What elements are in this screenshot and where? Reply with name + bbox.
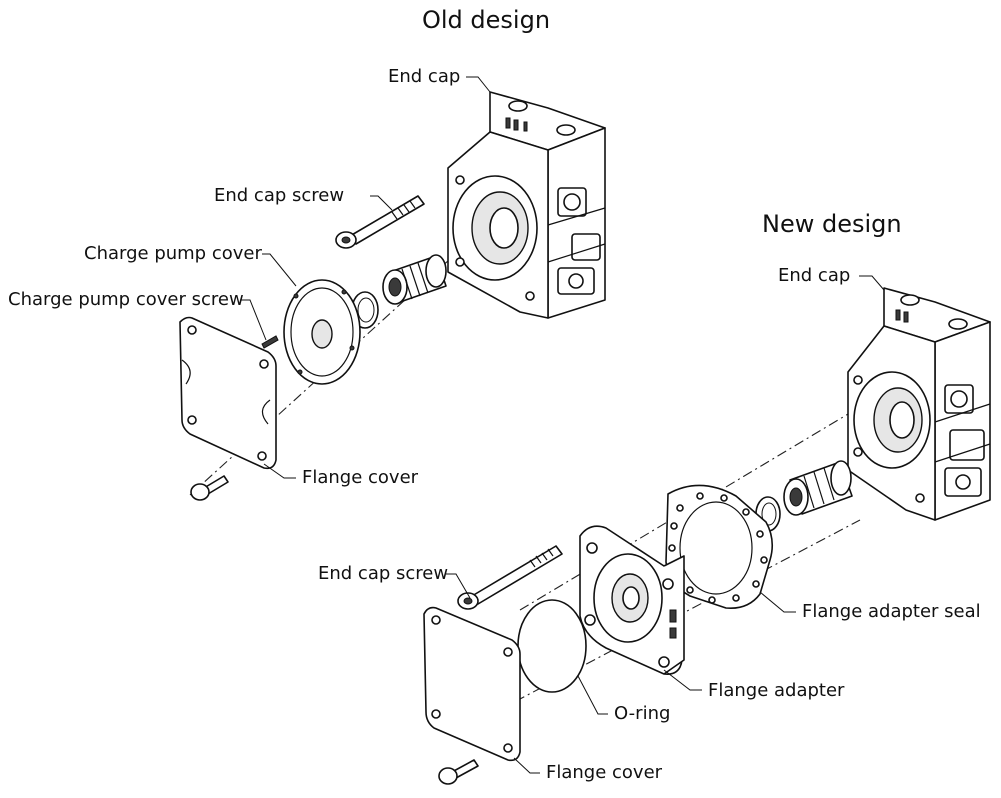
new-end-cap-screw-label: End cap screw bbox=[318, 563, 449, 584]
old-charge-pump-cover-label: Charge pump cover bbox=[84, 243, 262, 264]
old-design-heading: Old design bbox=[422, 6, 551, 34]
new-flange-bolt-part bbox=[438, 759, 479, 785]
new-end-cap-screw-part bbox=[457, 545, 563, 610]
old-end-cap-screw-label: End cap screw bbox=[214, 185, 345, 206]
new-flange-cover-label: Flange cover bbox=[546, 762, 663, 783]
new-flange-adapter-part bbox=[579, 525, 685, 676]
old-end-cap-part bbox=[447, 91, 606, 319]
new-flange-adapter-seal-label: Flange adapter seal bbox=[802, 601, 981, 622]
old-flange-bolt-part bbox=[190, 475, 229, 501]
old-end-cap-label: End cap bbox=[388, 66, 461, 87]
new-end-cap-label: End cap bbox=[778, 265, 851, 286]
new-flange-cover-part bbox=[423, 606, 521, 762]
old-flange-cover-label: Flange cover bbox=[302, 467, 419, 488]
new-o-ring-label: O-ring bbox=[614, 703, 671, 724]
old-end-cap-screw-part bbox=[335, 195, 425, 249]
new-bearing-part bbox=[783, 460, 853, 516]
new-end-cap-part bbox=[847, 287, 991, 521]
new-design-heading: New design bbox=[762, 210, 902, 238]
new-o-ring-part bbox=[517, 599, 587, 693]
old-bearing-part bbox=[382, 254, 447, 305]
old-charge-pump-cover-part bbox=[283, 279, 361, 385]
leader-lines bbox=[240, 76, 885, 774]
old-charge-pump-cover-screw-label: Charge pump cover screw bbox=[8, 289, 244, 310]
new-flange-adapter-seal-part bbox=[665, 484, 774, 610]
old-flange-cover-part bbox=[179, 316, 277, 470]
new-flange-adapter-label: Flange adapter bbox=[708, 680, 845, 701]
old-charge-pump-cover-screw-part bbox=[261, 335, 279, 349]
